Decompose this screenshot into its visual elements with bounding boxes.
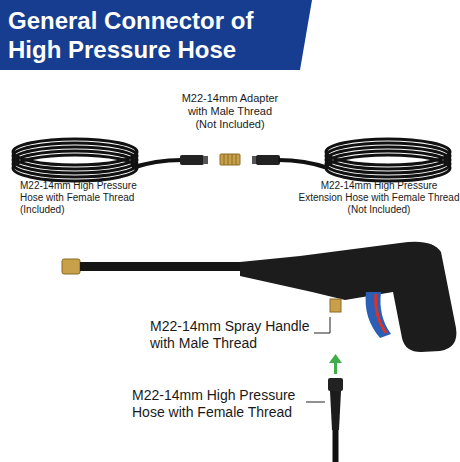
hose: [278, 160, 328, 168]
title: General Connector of High Pressure Hose: [8, 6, 290, 64]
part-label: M22-14mm Spray Handle with Male Thread: [150, 318, 315, 352]
male-thread: [330, 299, 341, 312]
hose: [333, 430, 339, 462]
trigger-accent: [376, 294, 386, 333]
female-connector: [180, 155, 204, 165]
part-label: M22-14mm High Pressure Hose with Female …: [132, 387, 307, 421]
part-label: M22-14mm High Pressure Hose with Female …: [20, 180, 145, 216]
leader-line: [306, 402, 325, 403]
nozzle-tip: [62, 259, 80, 274]
female-connector: [328, 378, 343, 391]
hose: [132, 160, 182, 168]
part-label: M22-14mm Adapter with Male Thread (Not I…: [180, 92, 280, 131]
adapter: [220, 154, 240, 165]
female-connector: [256, 155, 280, 165]
trigger: [366, 292, 391, 338]
spray-handle: [240, 242, 456, 352]
connect-arrow: [329, 354, 342, 363]
part-label: M22-14mm High Pressure Extension Hose wi…: [298, 180, 460, 216]
adapter-thread: [224, 154, 236, 165]
title-band: [0, 0, 312, 70]
hose-coil: [326, 139, 450, 181]
female-connector: [330, 391, 341, 430]
female-connector: [203, 156, 208, 164]
hose-coil: [13, 139, 137, 181]
spray-wand: [80, 262, 260, 271]
connect-arrow: [334, 362, 337, 374]
leader-line: [314, 317, 330, 333]
